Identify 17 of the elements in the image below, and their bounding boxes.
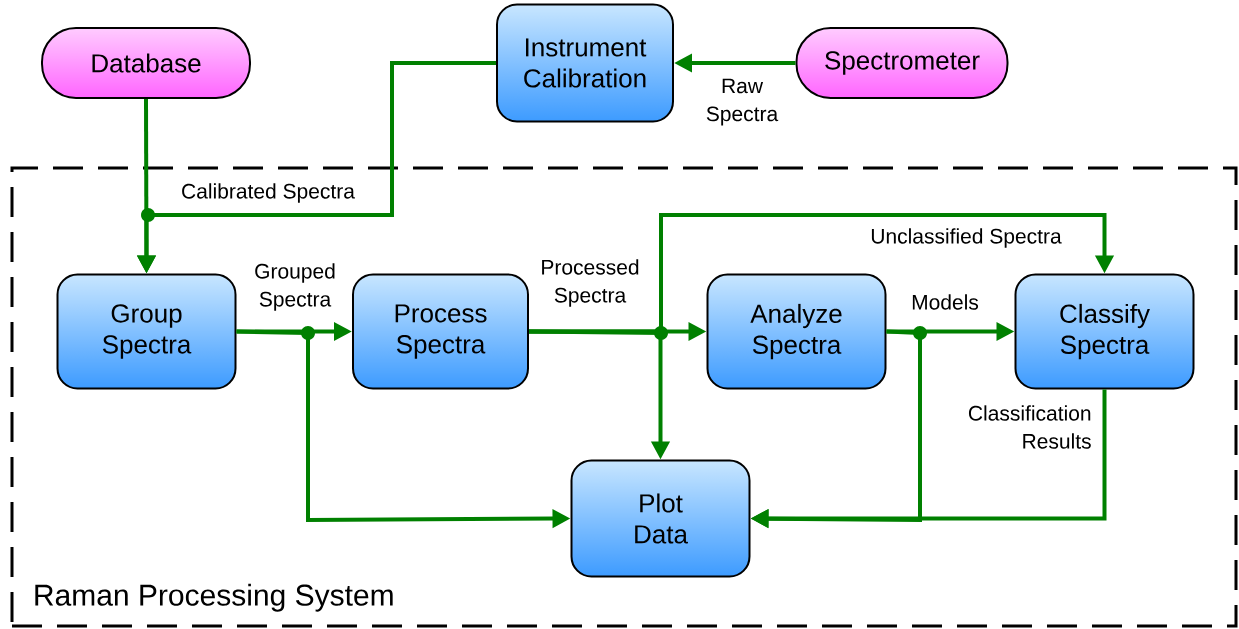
- arrow: [528, 213, 1115, 336]
- edge-label: Unclassified Spectra: [871, 228, 1062, 248]
- terminal-pill: Spectrometer: [795, 27, 1009, 99]
- process-box: Group Spectra: [56, 273, 237, 390]
- edge-label: Processed Spectra: [542, 259, 639, 307]
- edge-label: Calibrated Spectra: [182, 183, 355, 203]
- system-label: Raman Processing System: [35, 583, 393, 612]
- edge-label: Grouped Spectra: [255, 263, 335, 311]
- process-box: Plot Data: [570, 459, 751, 578]
- process-box: Analyze Spectra: [706, 273, 887, 390]
- process-box: Process Spectra: [352, 273, 529, 390]
- edge-label: Models: [912, 294, 979, 310]
- edge-label: Raw Spectra: [706, 78, 779, 126]
- terminal-pill: Database: [41, 27, 251, 99]
- process-box: Classify Spectra: [1014, 273, 1195, 390]
- process-box: Instrument Calibration: [496, 3, 674, 123]
- edge-label: Classification Results: [968, 405, 1091, 449]
